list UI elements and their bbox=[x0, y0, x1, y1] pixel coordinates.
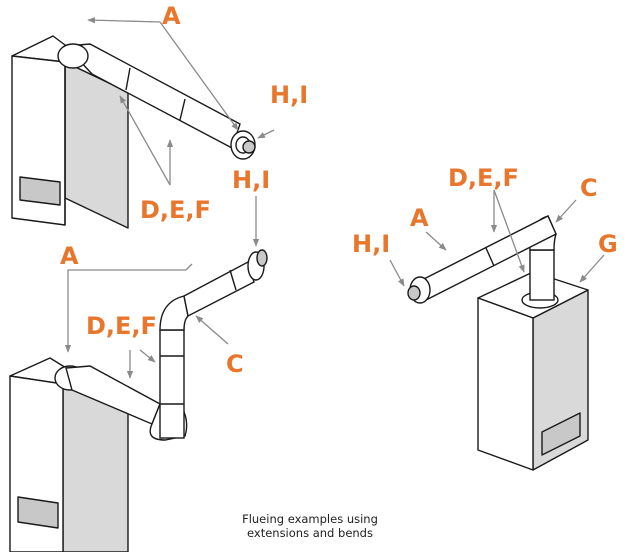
label-h-i: H,I bbox=[352, 230, 390, 258]
example-vertical-rear-flue: D,E,F C A H,I G bbox=[352, 164, 618, 471]
label-h-i: H,I bbox=[270, 81, 308, 109]
caption-line-2: extensions and bends bbox=[247, 526, 373, 540]
caption-line-1: Flueing examples using bbox=[242, 512, 378, 526]
label-a: A bbox=[410, 204, 429, 232]
label-g: G bbox=[598, 230, 618, 258]
label-a: A bbox=[60, 242, 79, 270]
boiler-unit bbox=[477, 271, 589, 471]
label-c: C bbox=[226, 350, 244, 378]
boiler-front-panel bbox=[477, 297, 534, 471]
example-bend-flue: H,I A D,E,F C bbox=[9, 166, 270, 552]
label-d-e-f: D,E,F bbox=[140, 196, 211, 224]
label-d-e-f: D,E,F bbox=[448, 164, 519, 192]
label-d-e-f: D,E,F bbox=[86, 312, 157, 340]
boiler-unit bbox=[11, 35, 129, 229]
example-horizontal-flue: A H,I D,E,F bbox=[11, 2, 308, 229]
leader-lines bbox=[87, 17, 275, 186]
label-h-i: H,I bbox=[232, 166, 270, 194]
leader-lines bbox=[389, 189, 605, 287]
boiler-display-window bbox=[19, 176, 61, 206]
leader-lines bbox=[64, 196, 260, 379]
horizontal-flue-pipe bbox=[57, 43, 256, 160]
boiler-display-window bbox=[17, 496, 59, 529]
figure-caption: Flueing examples using extensions and be… bbox=[210, 512, 410, 540]
boiler-unit bbox=[9, 357, 129, 552]
bent-flue-pipe bbox=[54, 249, 268, 441]
label-a: A bbox=[162, 2, 181, 30]
boiler-display-window bbox=[541, 412, 581, 456]
vertical-flue-assembly bbox=[407, 215, 559, 309]
label-c: C bbox=[580, 174, 598, 202]
